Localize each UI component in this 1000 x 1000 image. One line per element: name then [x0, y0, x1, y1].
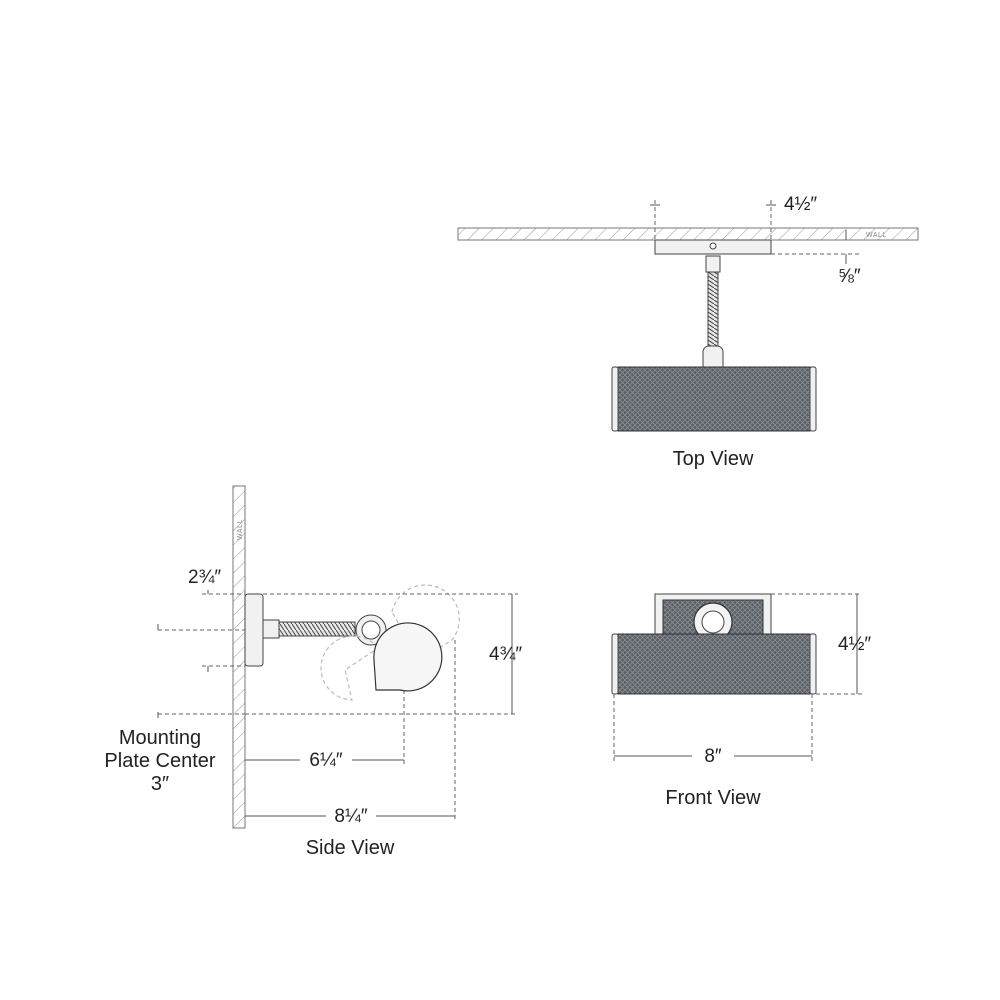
top-shade-cap-left: [611, 366, 619, 432]
side-mounting-plate: [244, 593, 264, 667]
side-arm-knuckle-inner: [361, 620, 381, 640]
top-shade: [617, 366, 811, 432]
front-shade: [617, 633, 811, 695]
top-wall: [457, 227, 919, 241]
front-view: 4½″ 8″ Front View: [611, 593, 871, 809]
top-view: WALL 4½″ ⅝″ Top View: [457, 194, 919, 470]
front-arm-knuckle-inner: [701, 610, 725, 634]
front-shade-cap-right: [809, 633, 817, 695]
side-extension-dim: 8¼″: [334, 806, 367, 827]
side-height-dim: 4¾″: [489, 644, 522, 665]
side-top-offset-dim: 2¾″: [188, 567, 221, 588]
top-arm-threaded: [707, 271, 719, 347]
side-arm-collar: [262, 619, 280, 639]
side-mount-label-3: 3″: [151, 773, 169, 795]
side-reach-dim: 6¼″: [309, 750, 342, 771]
side-mount-label-2: Plate Center: [104, 750, 216, 772]
side-view: WALL 2¾″ Mounting Plate Center 3″ 4¾″: [104, 485, 522, 859]
side-mount-label-1: Mounting: [119, 727, 201, 749]
side-shade-ghost-down: [320, 635, 379, 701]
top-view-caption: Top View: [673, 448, 754, 470]
top-width-dim: 4½″: [784, 194, 817, 215]
top-arm-collar: [705, 255, 721, 273]
top-screw: [709, 242, 717, 250]
front-width-dim: 8″: [704, 746, 722, 767]
top-depth-dim: ⅝″: [838, 266, 861, 287]
top-wall-label: WALL: [866, 232, 887, 239]
side-view-caption: Side View: [306, 837, 395, 859]
front-shade-cap-left: [611, 633, 619, 695]
side-shade-ghost-up: [391, 584, 460, 661]
side-arm-threaded: [278, 621, 356, 637]
side-shade: [373, 622, 443, 692]
side-wall-label: WALL: [237, 519, 244, 540]
front-view-caption: Front View: [665, 787, 761, 809]
top-shade-cap-right: [809, 366, 817, 432]
front-height-dim: 4½″: [838, 634, 871, 655]
